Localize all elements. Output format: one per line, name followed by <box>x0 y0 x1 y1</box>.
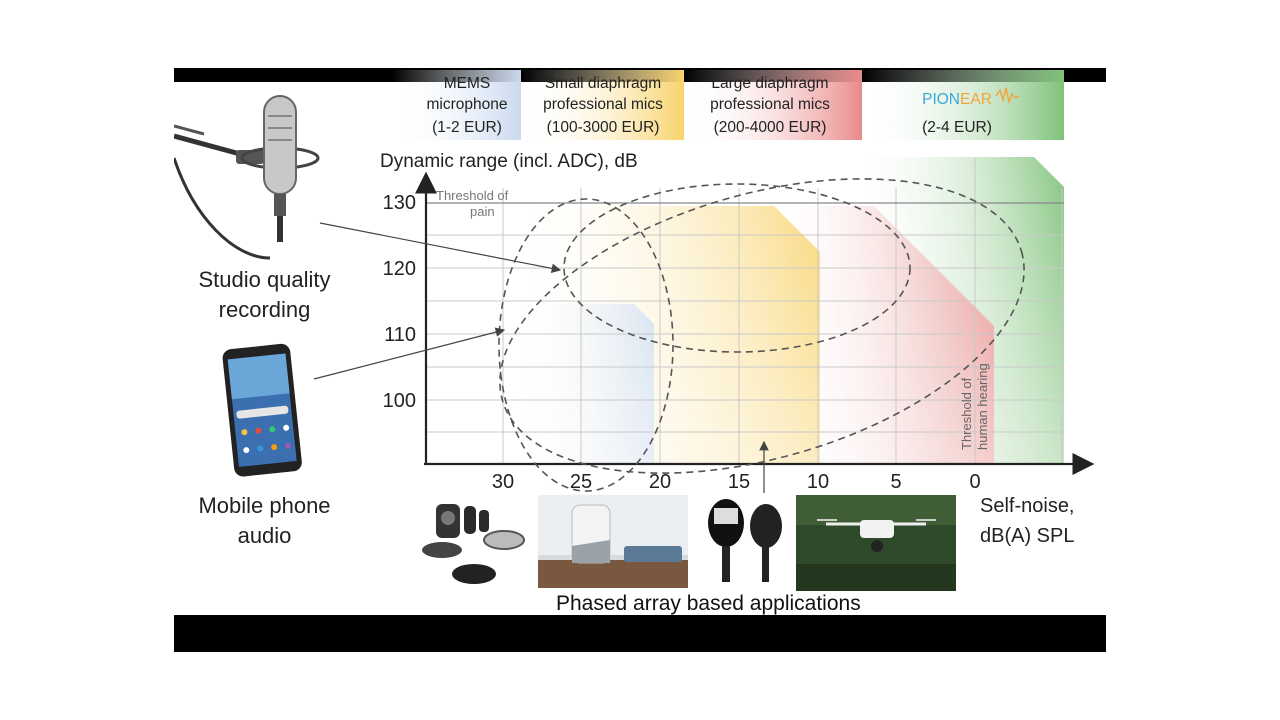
studio-label: Studio quality recording <box>182 265 347 325</box>
large-header-box <box>684 70 862 140</box>
x-axis-title-line2: dB(A) SPL <box>980 525 1074 547</box>
x-tick-15: 15 <box>728 471 750 493</box>
mobile-label: Mobile phone audio <box>182 491 347 551</box>
x-tick-10: 10 <box>807 471 829 493</box>
hearing-label-line2: human hearing <box>975 363 990 450</box>
pionear-logo: PIONEAR <box>922 91 992 108</box>
x-tick-5: 5 <box>890 471 901 493</box>
y-tick-130: 130 <box>383 192 416 214</box>
small-price: (100-3000 EUR) <box>547 119 660 136</box>
pionear-wave-icon <box>995 87 1020 105</box>
y-tick-labels: 130 120 110 100 <box>383 192 416 412</box>
mems-line1: MEMS <box>444 75 491 92</box>
x-tick-30: 30 <box>492 471 514 493</box>
x-tick-0: 0 <box>969 471 980 493</box>
phased-ellipse <box>499 178 1025 474</box>
studio-pointer <box>319 222 562 274</box>
hearing-label: Threshold of human hearing <box>959 363 990 450</box>
pionear-logo-b: EAR <box>960 91 992 108</box>
mobile-ellipse <box>498 198 674 492</box>
mobile-pointer <box>313 327 506 380</box>
pionear-logo-a: PION <box>922 91 960 108</box>
mobile-label-line2: audio <box>237 523 292 548</box>
mobile-label-line1: Mobile phone <box>198 493 331 518</box>
header-boxes: MEMS microphone (1-2 EUR) Small diaphrag… <box>391 70 1064 140</box>
x-tick-labels: 30 25 20 15 10 5 0 <box>492 471 981 493</box>
pain-label-line2: pain <box>470 204 495 219</box>
x-axis-title-line1: Self-noise, <box>980 495 1075 517</box>
acoustic-camera-icon <box>708 499 782 582</box>
studio-ellipse <box>563 183 911 353</box>
large-line1: Large diaphragm <box>711 75 828 92</box>
region-vertical-fade <box>504 157 1064 463</box>
drone-icon <box>796 495 956 591</box>
y-tick-100: 100 <box>383 390 416 412</box>
small-line1: Small diaphragm <box>545 75 661 92</box>
pionear-price: (2-4 EUR) <box>922 119 992 136</box>
y-tick-110: 110 <box>384 324 416 346</box>
mems-header-box <box>391 70 521 140</box>
y-axis-title: Dynamic range (incl. ADC), dB <box>380 151 638 172</box>
mems-price: (1-2 EUR) <box>432 119 502 136</box>
pionear-header-box <box>862 70 1064 140</box>
ellipses <box>498 178 1025 492</box>
bottom-black-bar <box>174 615 1106 652</box>
smart-speaker-icon <box>538 495 688 588</box>
hearing-label-line1: Threshold of <box>959 377 974 450</box>
large-price: (200-4000 EUR) <box>714 119 827 136</box>
studio-label-line1: Studio quality <box>198 267 331 292</box>
mobile-phone-icon <box>222 343 302 477</box>
grid <box>426 158 1064 463</box>
x-tick-20: 20 <box>649 471 671 493</box>
studio-label-line2: recording <box>218 297 311 322</box>
conference-camera-icon <box>422 504 525 584</box>
large-line2: professional mics <box>710 96 830 113</box>
small-header-box <box>521 70 684 140</box>
pain-label-line1: Threshold of <box>436 188 509 203</box>
mems-line2: microphone <box>427 96 508 113</box>
small-line2: professional mics <box>543 96 663 113</box>
chart-svg: MEMS microphone (1-2 EUR) Small diaphrag… <box>174 70 1095 591</box>
x-tick-25: 25 <box>570 471 592 493</box>
y-tick-120: 120 <box>383 258 416 280</box>
slide: MEMS microphone (1-2 EUR) Small diaphrag… <box>174 68 1106 652</box>
phased-array-caption: Phased array based applications <box>556 592 861 615</box>
studio-microphone-icon <box>174 95 320 260</box>
